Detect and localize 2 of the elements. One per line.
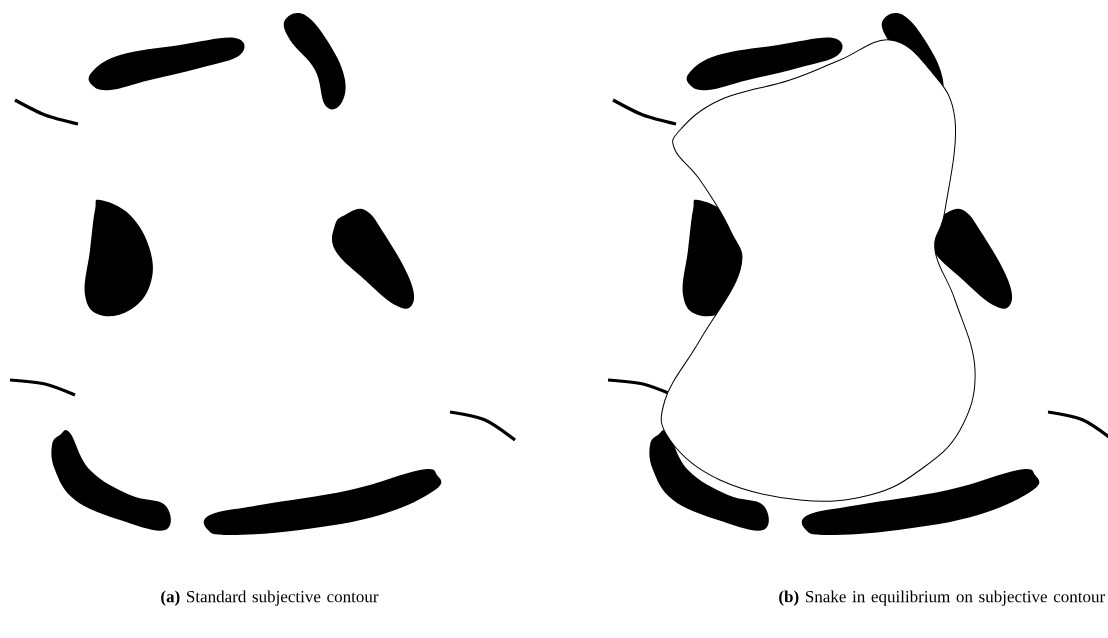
figure-caption: (b) Snake in equilibrium on subjective contour [779, 590, 1105, 606]
figure-caption: (a) Standard subjective contour [161, 590, 379, 606]
